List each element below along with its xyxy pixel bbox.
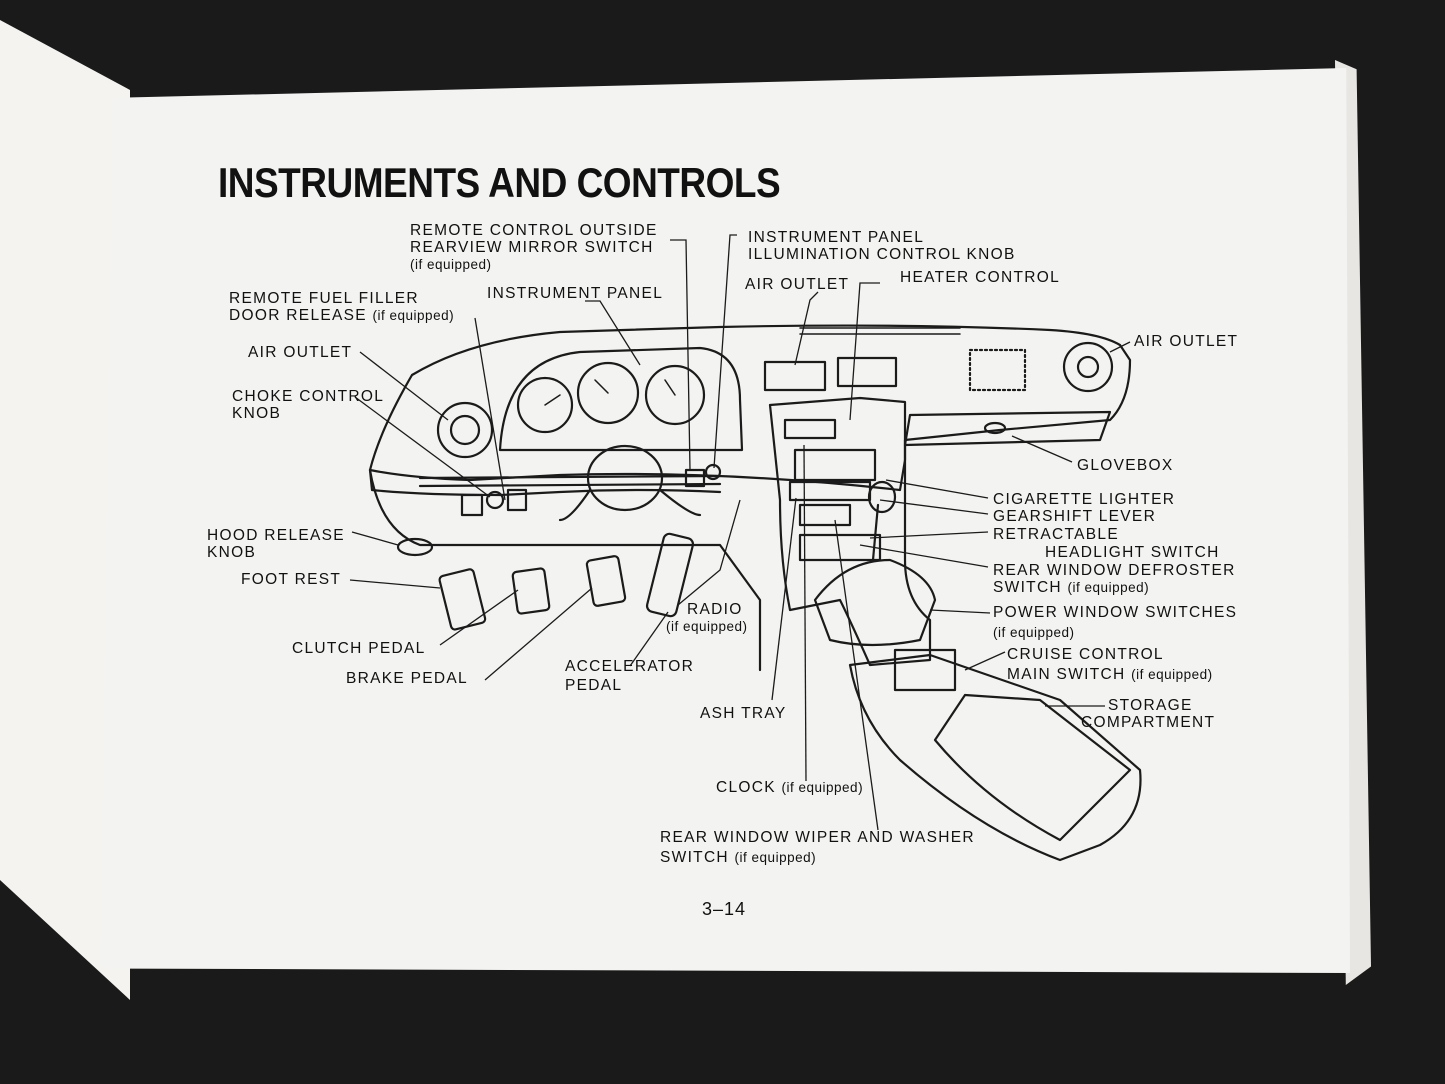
label-rear-wiper: REAR WINDOW WIPER AND WASHER SWITCH (if … xyxy=(660,829,975,866)
label-cigarette: CIGARETTE LIGHTER xyxy=(993,491,1176,508)
center-stack xyxy=(768,396,932,667)
dashboard-top-outline xyxy=(368,324,1132,492)
rear-wiper-switch xyxy=(798,503,852,527)
label-glovebox: GLOVEBOX xyxy=(1077,457,1174,474)
column-shroud xyxy=(558,488,702,522)
storage-lid xyxy=(933,693,1132,842)
label-remote-fuel: REMOTE FUEL FILLER DOOR RELEASE (if equi… xyxy=(229,290,455,324)
power-window-switches xyxy=(893,648,957,692)
accelerator-pedal xyxy=(645,532,695,618)
gauge-left xyxy=(516,376,574,434)
label-air-outlet-right: AIR OUTLET xyxy=(1134,333,1239,350)
label-brake: BRAKE PEDAL xyxy=(346,670,468,687)
fuel-door-switch xyxy=(506,488,528,512)
center-outlet-left xyxy=(763,360,827,392)
gauge-needles xyxy=(544,379,676,406)
label-choke: CHOKE CONTROL KNOB xyxy=(232,388,385,422)
glovebox-latch xyxy=(983,421,1007,435)
label-storage: STORAGE COMPARTMENT xyxy=(1081,697,1216,731)
label-hood-release: HOOD RELEASE KNOB xyxy=(207,527,345,561)
hood-release-knob xyxy=(396,537,434,557)
label-retractable: RETRACTABLE HEADLIGHT SWITCH xyxy=(993,526,1220,561)
label-instrument-panel: INSTRUMENT PANEL xyxy=(487,285,664,302)
glovebox-door xyxy=(903,410,1112,447)
mirror-switch xyxy=(684,468,706,488)
label-clutch: CLUTCH PEDAL xyxy=(292,640,426,657)
left-air-outlet xyxy=(436,401,494,459)
brake-pedal xyxy=(585,555,627,607)
page-title: INSTRUMENTS AND CONTROLS xyxy=(218,160,781,206)
label-air-outlet-left: AIR OUTLET xyxy=(248,344,353,361)
dashboard-lower-edge xyxy=(368,468,722,497)
clock-unit xyxy=(783,418,837,440)
label-radio: RADIO (if equipped) xyxy=(666,601,748,634)
speaker-grille xyxy=(968,348,1027,392)
label-heater-control: HEATER CONTROL xyxy=(900,269,1061,286)
illumination-knob xyxy=(704,463,722,481)
manual-page xyxy=(100,68,1350,973)
label-power-window: POWER WINDOW SWITCHES (if equipped) xyxy=(993,604,1238,640)
choke-knob-housing xyxy=(460,493,484,517)
clutch-pedal xyxy=(511,567,551,615)
steering-column xyxy=(586,444,664,512)
label-ash-tray: ASH TRAY xyxy=(700,705,787,722)
right-air-outlet xyxy=(1062,341,1114,393)
label-instrument-illumination: INSTRUMENT PANEL ILLUMINATION CONTROL KN… xyxy=(748,229,1016,263)
radio-unit xyxy=(793,448,877,482)
label-clock: CLOCK (if equipped) xyxy=(716,779,864,796)
label-foot-rest: FOOT REST xyxy=(241,571,342,588)
cluster-hood xyxy=(498,346,744,452)
choke-knob xyxy=(485,490,505,510)
label-remote-mirror: REMOTE CONTROL OUTSIDE REARVIEW MIRROR S… xyxy=(410,222,658,272)
leader-lines xyxy=(349,234,1131,831)
console-tunnel xyxy=(848,653,1142,862)
label-air-outlet-center: AIR OUTLET xyxy=(745,276,850,293)
dashboard-rail xyxy=(418,474,722,488)
center-outlet-right xyxy=(836,356,898,388)
defroster-vents xyxy=(799,327,961,335)
label-cruise: CRUISE CONTROL MAIN SWITCH (if equipped) xyxy=(1007,646,1213,683)
page-number: 3–14 xyxy=(702,899,747,919)
gauge-tachometer xyxy=(576,361,640,425)
shift-boot xyxy=(813,558,937,647)
label-rear-defroster: REAR WINDOW DEFROSTER SWITCH (if equippe… xyxy=(993,562,1236,596)
gearshift-lever xyxy=(871,503,880,562)
floor-line xyxy=(368,468,762,672)
label-gearshift: GEARSHIFT LEVER xyxy=(993,508,1157,525)
foot-rest xyxy=(438,568,487,631)
gauge-speedometer xyxy=(644,364,706,426)
label-accelerator: ACCELERATOR PEDAL xyxy=(565,658,695,694)
